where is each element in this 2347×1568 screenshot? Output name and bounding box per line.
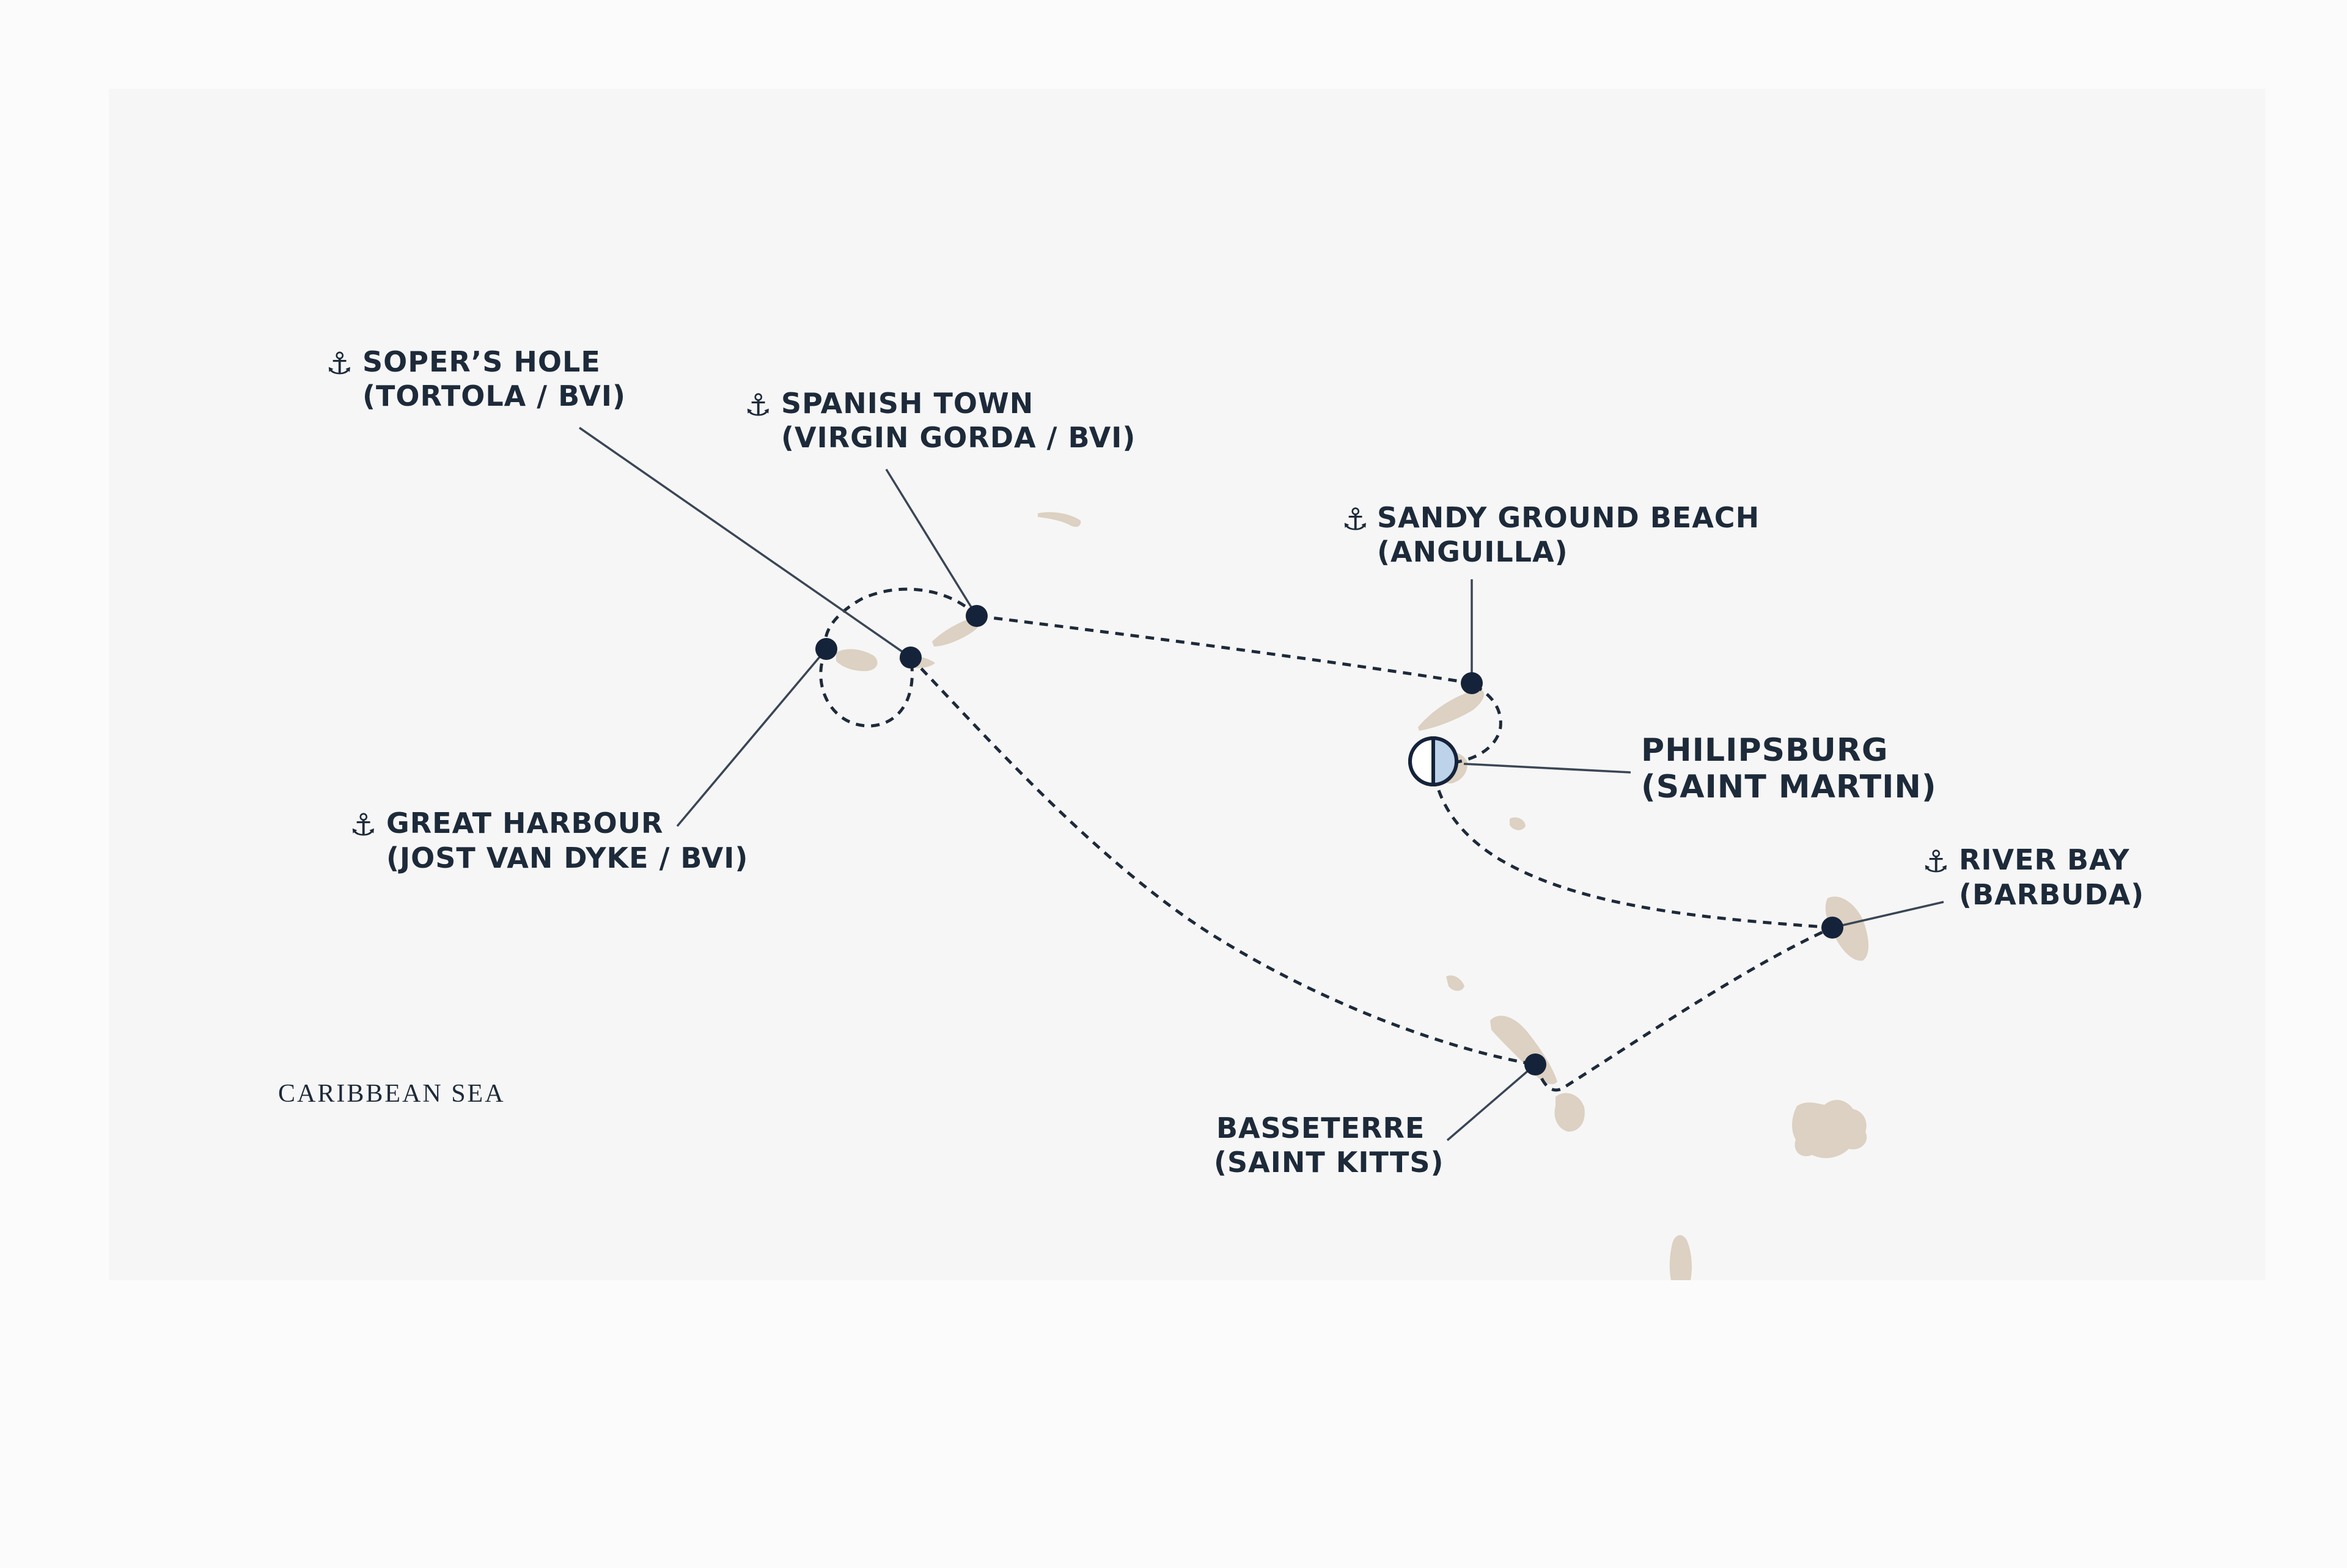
port-region-basseterre: (SAINT KITTS) (1214, 1146, 1444, 1179)
port-name-river-bay[interactable]: RIVER BAY (1959, 843, 2130, 876)
stop-marker-spanish-town[interactable] (966, 605, 988, 627)
stop-marker-sandy-ground[interactable] (1461, 672, 1483, 694)
island-anegada (1038, 512, 1081, 527)
anchor-icon: ⚓ (1342, 502, 1369, 537)
island-jost-van-dyke (836, 649, 878, 672)
port-name-spanish-town[interactable]: SPANISH TOWN (781, 387, 1034, 420)
island-antigua (1792, 1099, 1867, 1159)
port-region-sopers-hole: (TORTOLA / BVI) (362, 379, 626, 412)
sea-panel (109, 89, 2265, 1280)
island-barbuda (1825, 896, 1869, 961)
route-leg-basseterre-to-river-bay (1533, 926, 1834, 1092)
sea-label: CARIBBEAN SEA (278, 1080, 505, 1108)
leader-lines (579, 427, 1944, 1141)
port-name-great-harbour[interactable]: GREAT HARBOUR (386, 807, 663, 840)
port-labels: ⚓ SOPER’S HOLE (TORTOLA / BVI) ⚓ SPANISH… (278, 345, 2144, 1179)
port-region-river-bay: (BARBUDA) (1959, 878, 2144, 911)
port-region-spanish-town: (VIRGIN GORDA / BVI) (781, 421, 1136, 454)
route-leg-spanish-town-to-great-harbour (823, 587, 978, 650)
leader-philipsburg (1463, 763, 1631, 774)
home-port-icon[interactable] (1408, 736, 1458, 786)
leader-basseterre (1446, 1063, 1537, 1141)
anchor-icon: ⚓ (326, 346, 353, 381)
island-saba (1446, 975, 1464, 991)
route-leg-great-harbour-loop (819, 648, 914, 728)
island-montserrat (1669, 1235, 1692, 1280)
cruise-route (819, 587, 1834, 1092)
island-nevis (1554, 1093, 1585, 1132)
port-name-philipsburg[interactable]: PHILIPSBURG (1641, 732, 1889, 769)
route-leg-sandy-ground-to-spanish-town (976, 614, 1472, 685)
leader-sopers-hole (579, 427, 911, 659)
anchor-icon: ⚓ (744, 387, 772, 423)
island-anguilla (1418, 689, 1485, 731)
route-leg-philipsburg-to-sandy-ground (1453, 683, 1502, 764)
port-name-sandy-ground[interactable]: SANDY GROUND BEACH (1377, 501, 1760, 534)
stop-marker-sopers-hole[interactable] (900, 647, 922, 669)
leader-great-harbour (676, 648, 828, 827)
port-name-basseterre[interactable]: BASSETERRE (1216, 1112, 1425, 1145)
stop-marker-river-bay[interactable] (1821, 917, 1843, 939)
island-saint-barthelemy (1510, 817, 1526, 830)
port-region-philipsburg: (SAINT MARTIN) (1641, 769, 1937, 805)
port-region-sandy-ground: (ANGUILLA) (1377, 535, 1568, 568)
stop-marker-basseterre[interactable] (1524, 1053, 1546, 1075)
leader-spanish-town (885, 469, 978, 617)
anchor-icon: ⚓ (1922, 844, 1950, 879)
port-region-great-harbour: (JOST VAN DYKE / BVI) (386, 841, 748, 874)
port-name-sopers-hole[interactable]: SOPER’S HOLE (362, 345, 601, 378)
stop-markers (815, 605, 1843, 1075)
anchor-icon: ⚓ (350, 807, 377, 843)
stop-marker-great-harbour[interactable] (815, 638, 837, 660)
route-leg-sopers-hole-to-basseterre (909, 656, 1536, 1066)
leader-river-bay (1832, 901, 1944, 929)
